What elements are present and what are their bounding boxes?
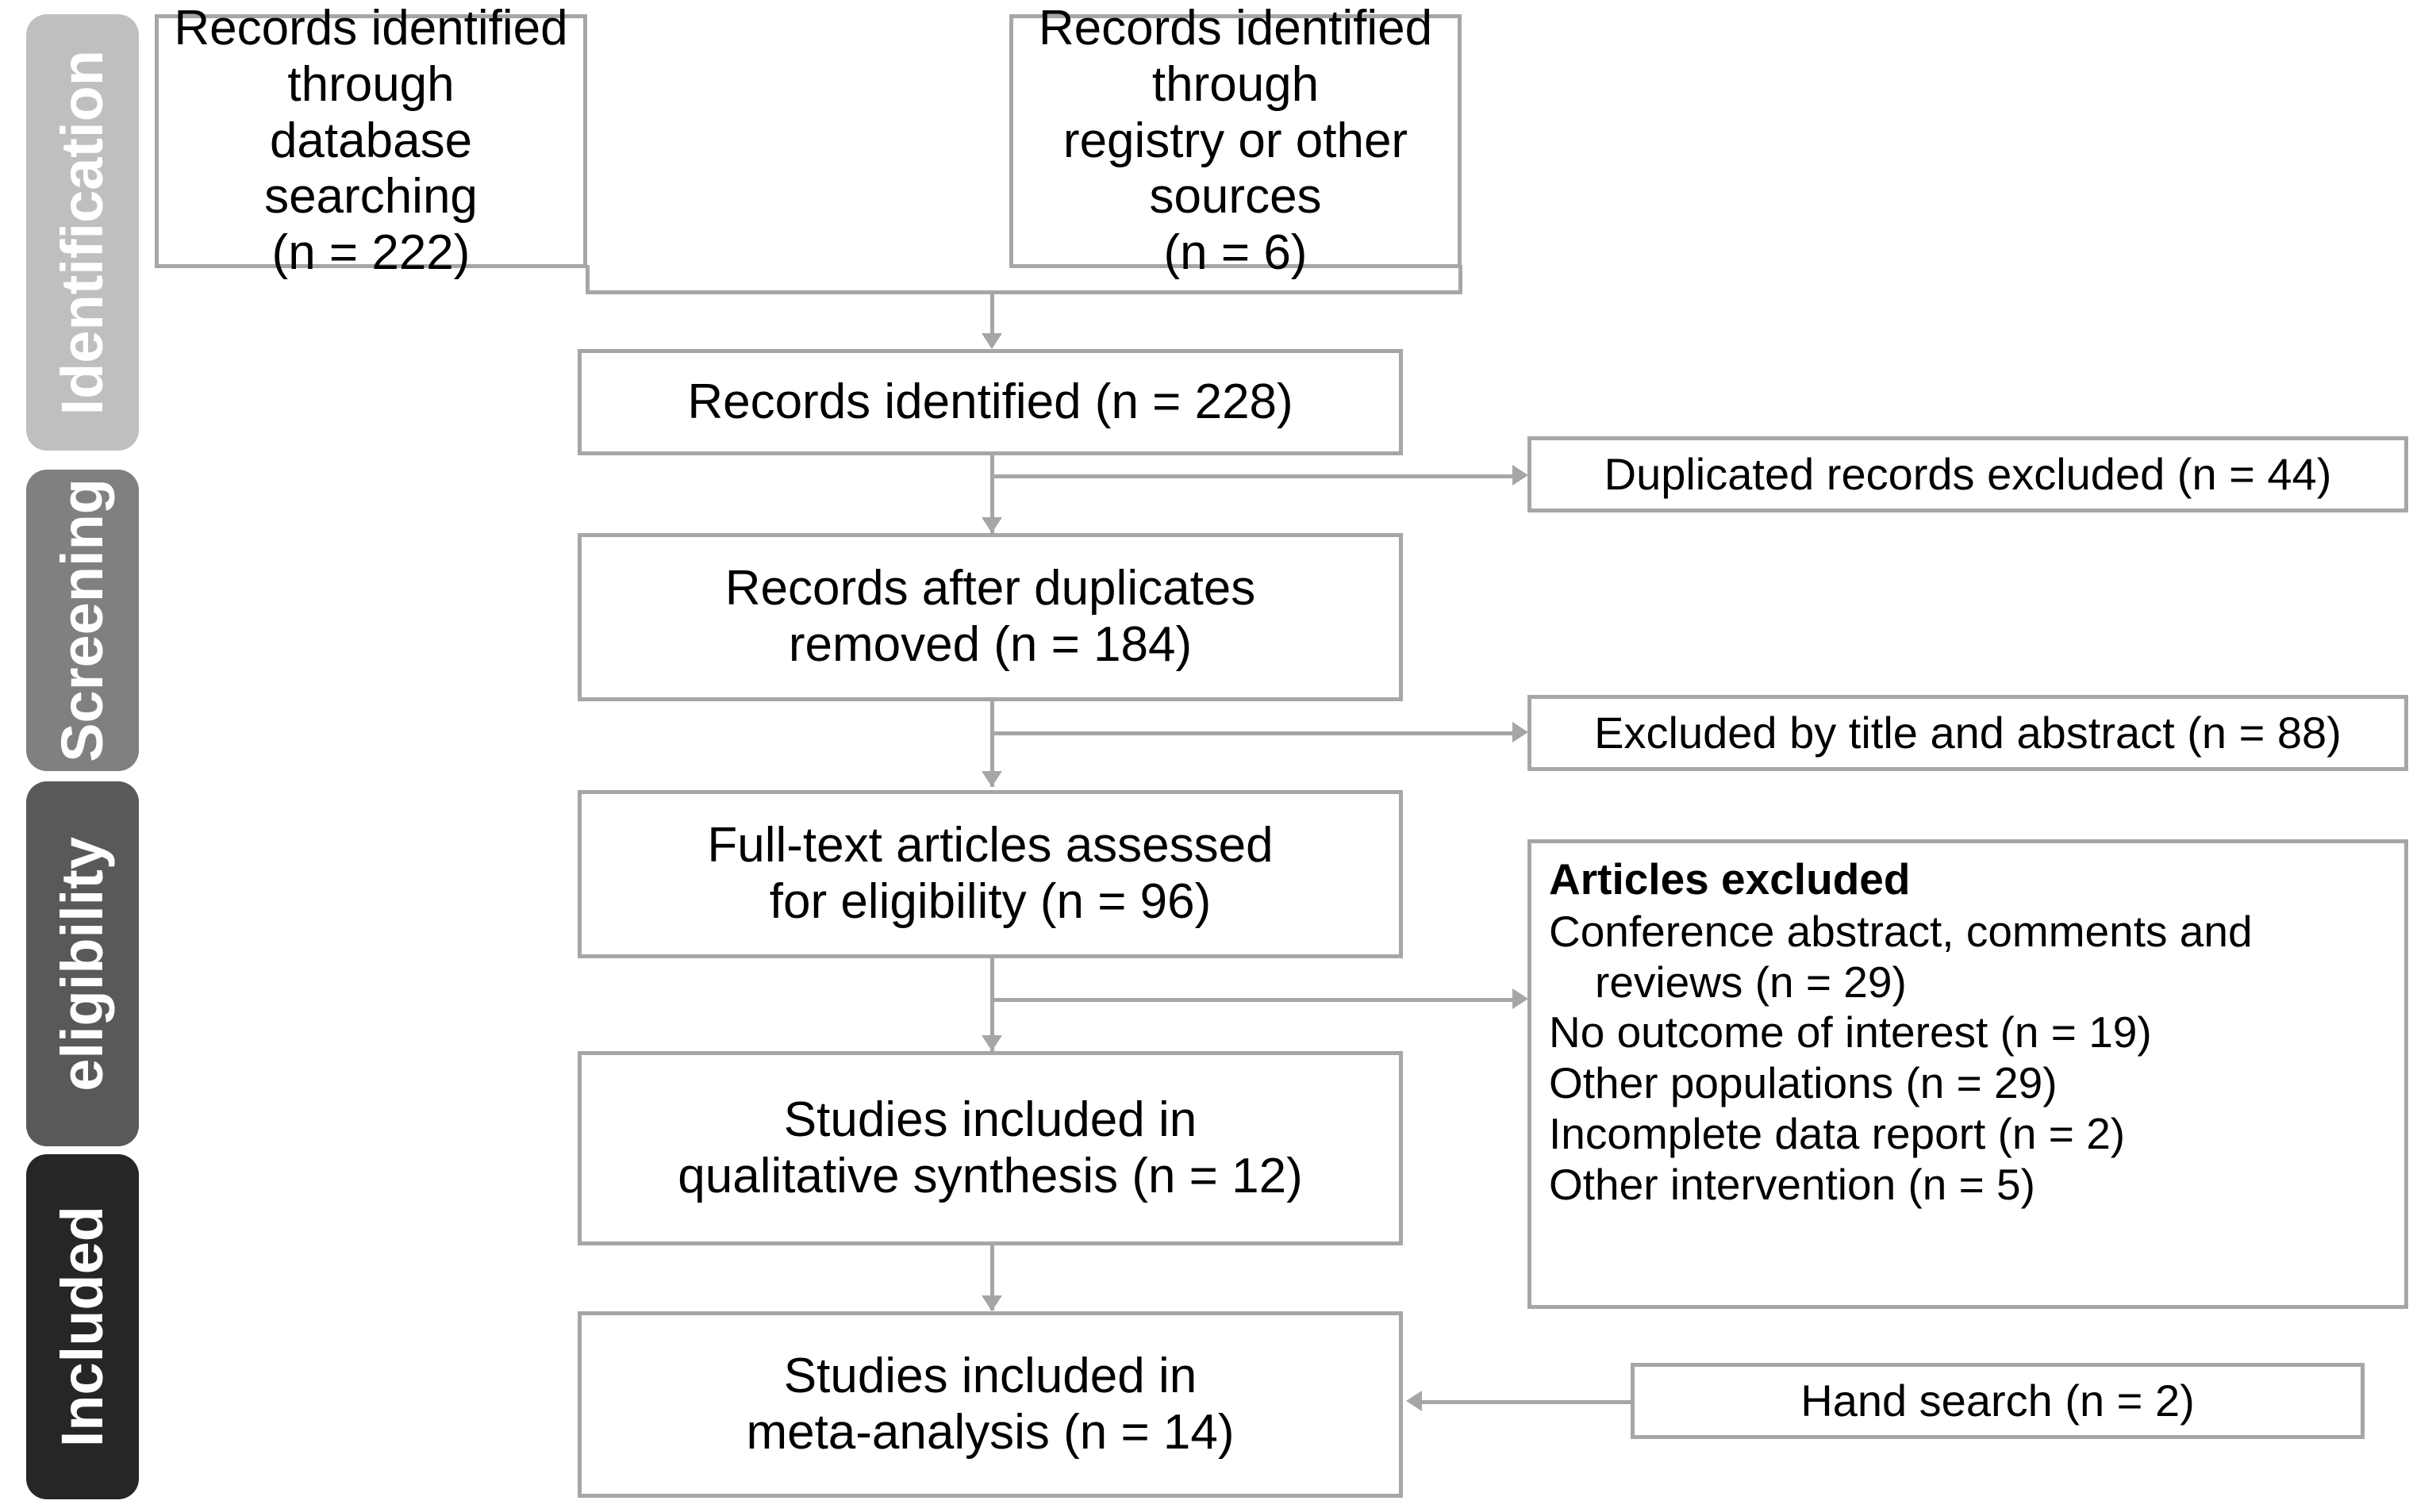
articles-excluded-line-other-populations: Other populations (n = 29) (1549, 1058, 2058, 1108)
stage-label-screening: Screening (49, 478, 115, 762)
stage-label-identification: Identification (49, 49, 115, 416)
arrow-into-duplicates-excluded (1512, 465, 1528, 485)
box-qualitative-synthesis-text: Studies included in qualitative synthesi… (678, 1092, 1303, 1203)
box-after-duplicates: Records after duplicates removed (n = 18… (578, 533, 1403, 701)
connector-registry-drop (1458, 265, 1462, 294)
articles-excluded-line-incomplete-data: Incomplete data report (n = 2) (1549, 1108, 2126, 1158)
box-records-identified: Records identified (n = 228) (578, 349, 1403, 455)
box-articles-excluded: Articles excluded Conference abstract, c… (1527, 839, 2408, 1309)
connector-dedup-to-fulltext (990, 698, 994, 787)
box-hand-search-text: Hand search (n = 2) (1800, 1376, 2195, 1426)
arrow-into-articles-excluded (1512, 988, 1528, 1009)
stage-tab-eligibility: eligibility (26, 781, 139, 1146)
box-fulltext-assessed: Full-text articles assessed for eligibil… (578, 790, 1403, 958)
arrow-into-meta-analysis (982, 1295, 1002, 1311)
stage-label-included: Included (49, 1206, 115, 1448)
connector-fulltext-to-qualitative (990, 956, 994, 1051)
connector-db-drop (586, 265, 590, 294)
articles-excluded-line-no-outcome: No outcome of interest (n = 19) (1549, 1007, 2152, 1057)
box-excluded-title-abstract: Excluded by title and abstract (n = 88) (1527, 695, 2408, 771)
box-excluded-title-abstract-text: Excluded by title and abstract (n = 88) (1594, 708, 2342, 758)
box-records-identified-text: Records identified (n = 228) (687, 374, 1293, 429)
arrow-into-fulltext-assessed (982, 771, 1002, 787)
arrow-into-qualitative-synthesis (982, 1035, 1002, 1051)
stage-label-eligibility: eligibility (49, 836, 115, 1092)
arrow-into-after-duplicates (982, 517, 1002, 533)
connector-branch-title-abstract (990, 731, 1514, 735)
box-registry-search: Records identified through registry or o… (1009, 1, 1462, 280)
connector-merge-bar (586, 290, 1462, 294)
articles-excluded-title: Articles excluded (1549, 854, 1911, 904)
connector-identified-to-dedup (990, 452, 994, 533)
box-duplicates-excluded: Duplicated records excluded (n = 44) (1527, 436, 2408, 512)
arrow-into-excluded-title-abstract (1512, 722, 1528, 743)
box-duplicates-excluded-text: Duplicated records excluded (n = 44) (1604, 449, 2332, 500)
box-meta-analysis: Studies included in meta-analysis (n = 1… (578, 1311, 1403, 1498)
box-database-search: Records identified through database sear… (155, 1, 587, 280)
connector-branch-duplicates (990, 474, 1514, 478)
stage-tab-included: Included (26, 1154, 139, 1499)
stage-tab-screening: Screening (26, 470, 139, 771)
connector-branch-articles-excluded (990, 998, 1514, 1002)
box-hand-search: Hand search (n = 2) (1631, 1363, 2365, 1439)
connector-merged-drop (990, 290, 994, 340)
arrow-into-records-identified (982, 333, 1002, 349)
box-fulltext-assessed-text: Full-text articles assessed for eligibil… (707, 818, 1274, 929)
stage-tab-identification: Identification (26, 14, 139, 451)
arrow-into-meta-analysis-from-hand-search (1406, 1391, 1422, 1411)
box-after-duplicates-text: Records after duplicates removed (n = 18… (724, 561, 1256, 672)
box-database-search-text: Records identified through database sear… (174, 1, 568, 281)
box-registry-search-text: Records identified through registry or o… (1038, 1, 1433, 281)
connector-hand-search (1420, 1400, 1635, 1404)
articles-excluded-line-other-intervention: Other intervention (n = 5) (1549, 1159, 2035, 1209)
connector-qualitative-to-meta (990, 1245, 994, 1311)
box-qualitative-synthesis: Studies included in qualitative synthesi… (578, 1051, 1403, 1245)
box-meta-analysis-text: Studies included in meta-analysis (n = 1… (746, 1348, 1235, 1460)
articles-excluded-line-conference: Conference abstract, comments and review… (1549, 906, 2253, 1007)
